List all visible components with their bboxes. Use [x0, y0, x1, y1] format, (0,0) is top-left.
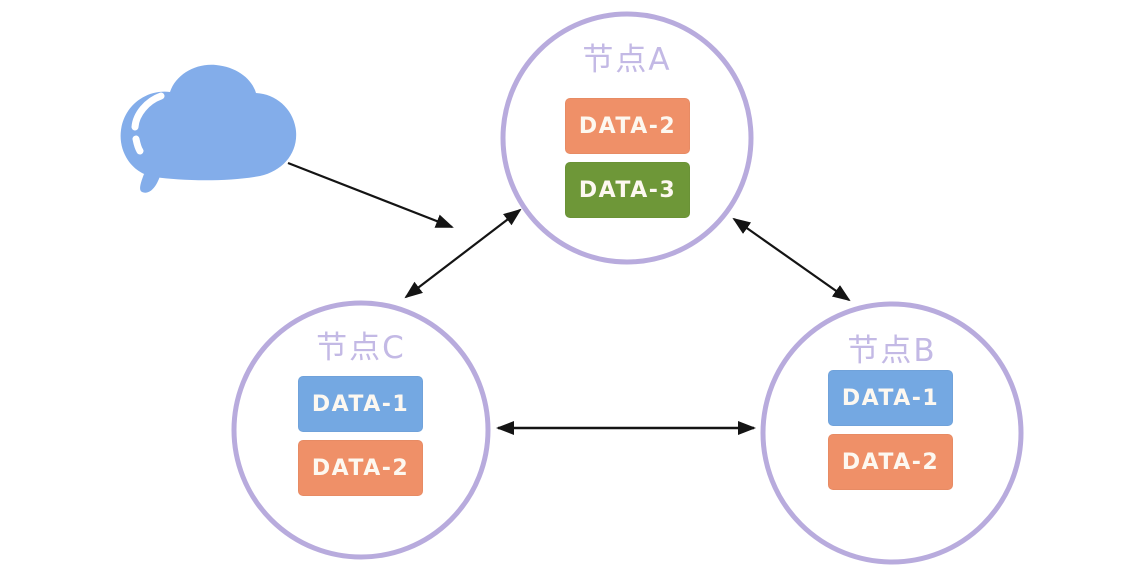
cloud-tail — [140, 174, 160, 193]
edge-node-a-node-c — [404, 208, 522, 299]
edge-node-a-node-b — [732, 217, 851, 302]
node-a-circle — [500, 11, 754, 265]
cloud-highlight-dash — [132, 135, 144, 155]
cloud-highlight — [131, 92, 165, 131]
cloud-icon — [120, 64, 297, 193]
node-b-circle — [760, 301, 1024, 565]
node-c-data-block: DATA-2 — [298, 440, 423, 496]
node-a-data-block: DATA-3 — [565, 162, 690, 218]
node-c-data-block: DATA-1 — [298, 376, 423, 432]
node-b-data-block: DATA-2 — [828, 434, 953, 490]
node-c-label: 节点C — [316, 330, 406, 366]
node-c-circle — [231, 300, 491, 560]
node-a-label: 节点A — [582, 42, 672, 78]
node-b-data-block: DATA-1 — [828, 370, 953, 426]
cloud-body — [120, 64, 297, 181]
node-a-data-block: DATA-2 — [565, 98, 690, 154]
node-b-label: 节点B — [847, 333, 937, 369]
edge-cloud-to-node-a — [287, 161, 454, 229]
